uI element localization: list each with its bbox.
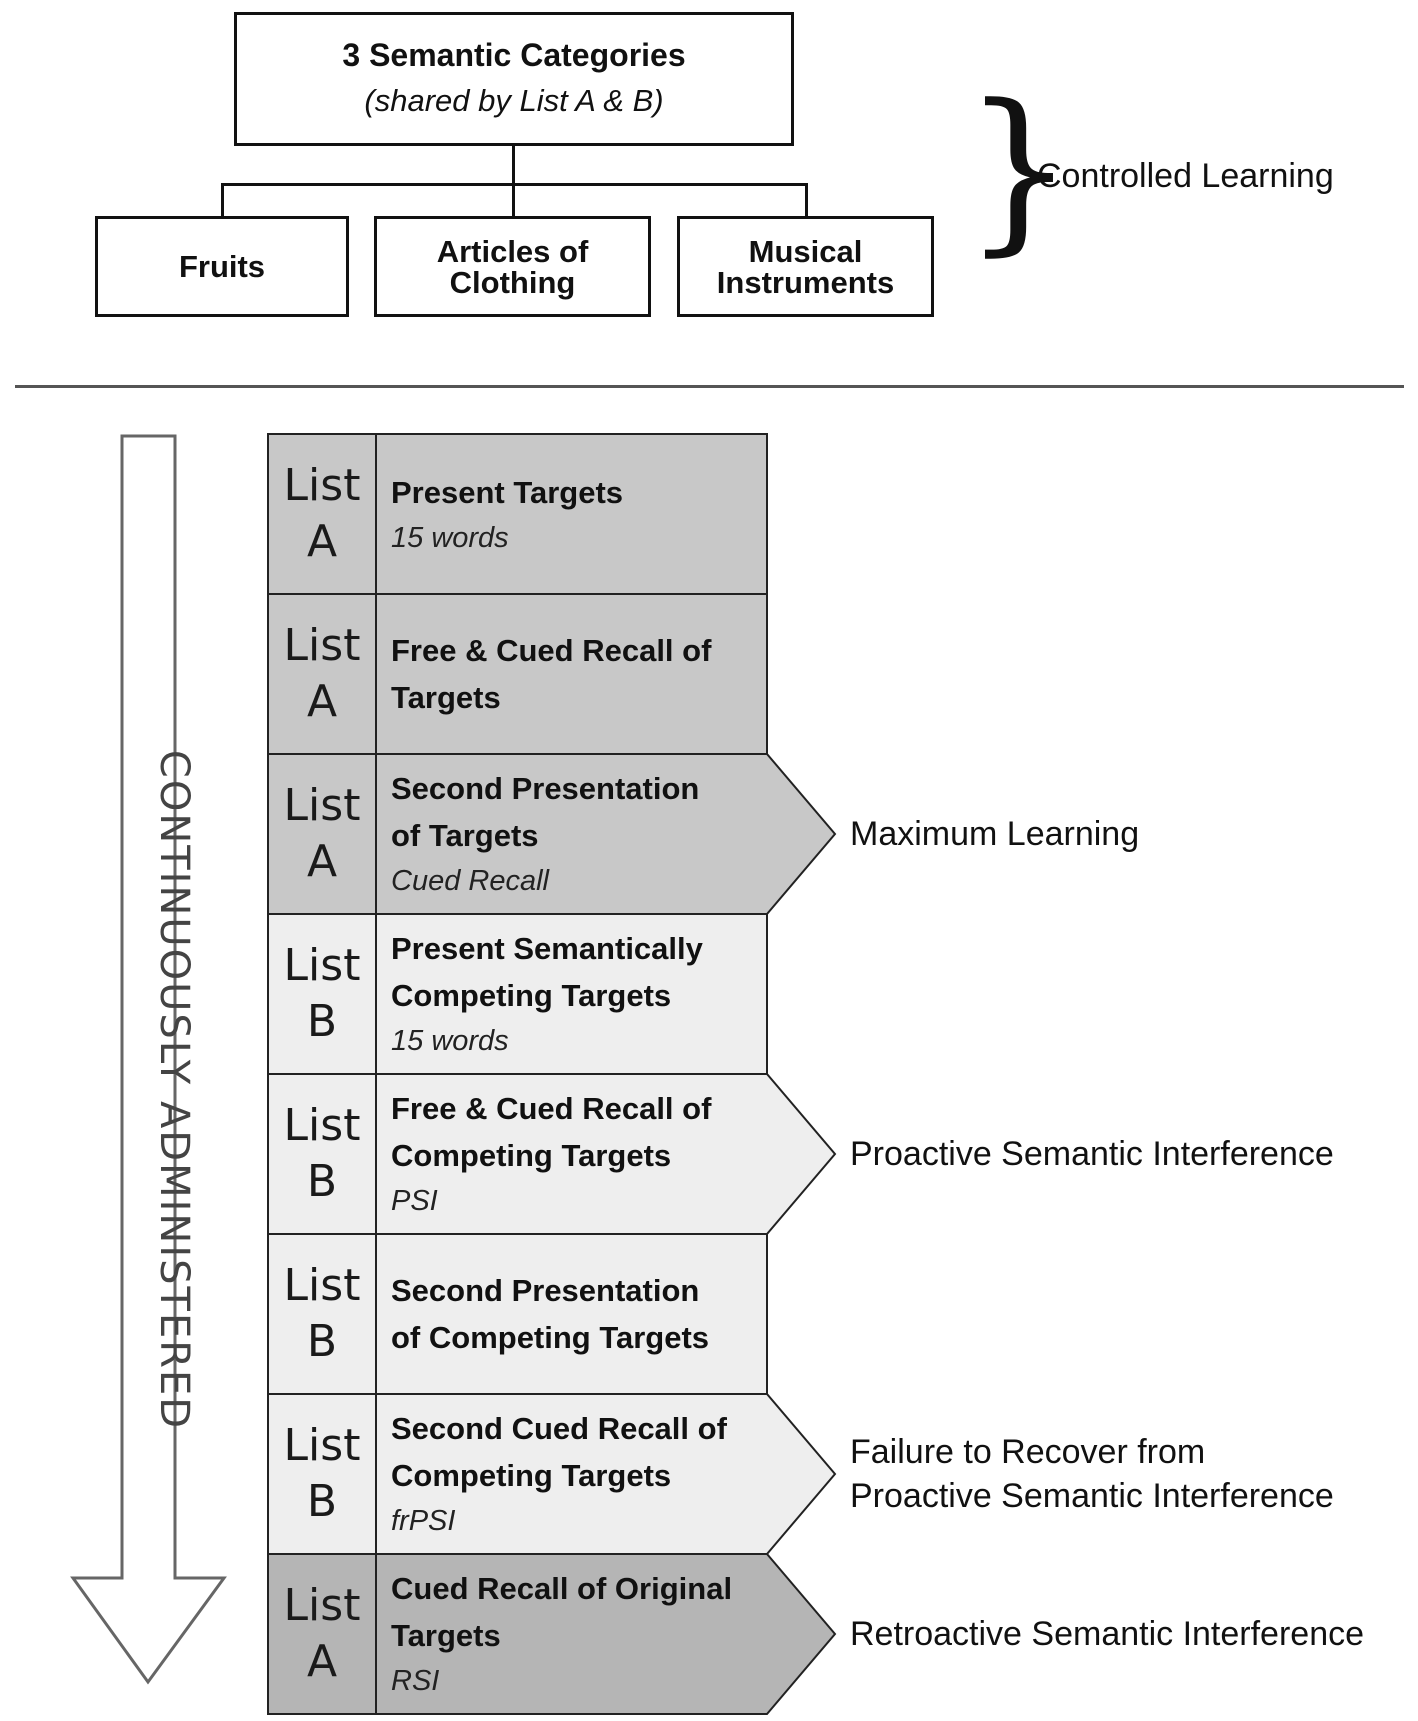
step-subtitle: 15 words bbox=[391, 1025, 509, 1057]
step-box bbox=[267, 1073, 837, 1235]
step-title: Free & Cued Recall of Targets bbox=[391, 633, 712, 715]
connector-stem bbox=[512, 146, 515, 216]
category-fruits: Fruits bbox=[95, 216, 349, 317]
step-subtitle: PSI bbox=[391, 1185, 438, 1217]
list-label: List A bbox=[283, 460, 361, 567]
step-box bbox=[267, 1393, 837, 1555]
outcome-label: Retroactive Semantic Interference bbox=[850, 1615, 1365, 1653]
continuous-label: CONTINUOUSLY ADMINISTERED bbox=[151, 749, 197, 1431]
category-clothing: Articles of Clothing bbox=[374, 216, 651, 317]
connector-left bbox=[221, 183, 224, 216]
step-title: Cued Recall of Original Targets bbox=[391, 1571, 733, 1653]
step-box bbox=[267, 753, 837, 915]
divider bbox=[15, 385, 1404, 388]
controlled-learning-label: Controlled Learning bbox=[1037, 157, 1334, 195]
step-text: Free & Cued Recall of Targets bbox=[391, 627, 771, 721]
root-category-box: 3 Semantic Categories (shared by List A … bbox=[234, 12, 794, 146]
step-box bbox=[267, 1553, 837, 1715]
step-text: Second Cued Recall of Competing Targets f… bbox=[391, 1405, 771, 1543]
curly-brace-icon: } bbox=[963, 67, 1075, 272]
connector-right bbox=[805, 183, 808, 216]
step-title: Second Presentation of Targets bbox=[391, 771, 700, 853]
list-label: List B bbox=[283, 940, 361, 1047]
step-subtitle: frPSI bbox=[391, 1505, 456, 1537]
step-text: Present Targets 15 words bbox=[391, 469, 771, 560]
outcome-label: Maximum Learning bbox=[850, 815, 1140, 853]
step-title: Present Semantically Competing Targets bbox=[391, 931, 703, 1013]
step-subtitle: RSI bbox=[391, 1665, 440, 1697]
list-label: List A bbox=[283, 620, 361, 727]
step-title: Present Targets bbox=[391, 474, 624, 510]
list-label: List A bbox=[283, 1580, 361, 1687]
list-label: List B bbox=[283, 1260, 361, 1367]
list-label: List A bbox=[283, 780, 361, 887]
root-title: 3 Semantic Categories bbox=[342, 37, 686, 73]
connector-bar bbox=[221, 183, 808, 186]
down-arrow-icon bbox=[70, 434, 227, 1685]
root-subtitle: (shared by List A & B) bbox=[364, 83, 664, 118]
category-instruments: Musical Instruments bbox=[677, 216, 934, 317]
category-label: Fruits bbox=[178, 249, 266, 284]
step-title: Free & Cued Recall of Competing Targets bbox=[391, 1091, 712, 1173]
outcome-label: Failure to Recover from Proactive Semant… bbox=[850, 1433, 1334, 1515]
list-label: List B bbox=[283, 1420, 361, 1527]
outcome-label: Proactive Semantic Interference bbox=[850, 1135, 1334, 1173]
category-label: Articles of Clothing bbox=[436, 233, 589, 300]
category-label: Musical Instruments bbox=[716, 233, 895, 300]
step-subtitle: Cued Recall bbox=[391, 865, 549, 897]
list-label: List B bbox=[283, 1100, 361, 1207]
step-title: Second Cued Recall of Competing Targets bbox=[391, 1411, 727, 1493]
step-subtitle: 15 words bbox=[391, 521, 509, 554]
step-text: Present Semantically Competing Targets 15… bbox=[391, 925, 771, 1063]
step-title: Second Presentation of Competing Targets bbox=[391, 1273, 710, 1355]
step-text: Second Presentation of Competing Targets bbox=[391, 1267, 771, 1361]
